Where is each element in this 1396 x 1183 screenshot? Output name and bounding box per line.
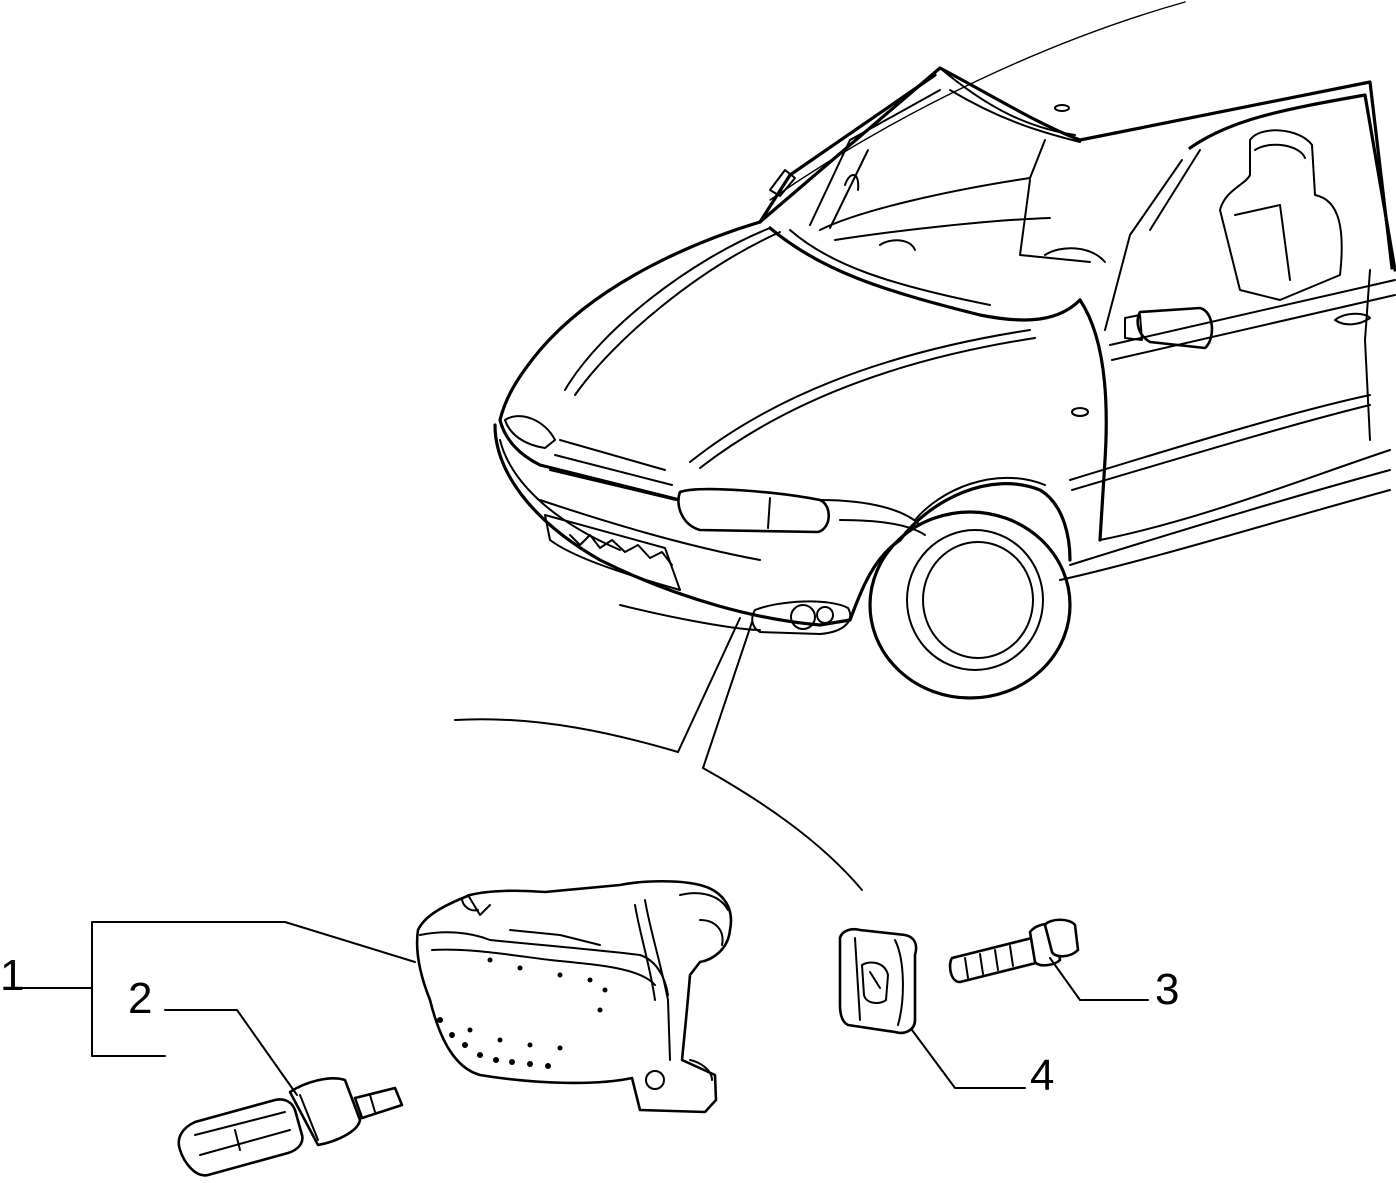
callout-part-4: 4 bbox=[1030, 1051, 1054, 1100]
callout-part-2: 2 bbox=[128, 974, 152, 1023]
fog-lamp-assembly-icon bbox=[415, 879, 733, 1114]
callout-part-3: 3 bbox=[1155, 965, 1179, 1014]
clip-nut-icon bbox=[838, 927, 918, 1035]
bolt-icon bbox=[948, 918, 1080, 984]
callout-part-1: 1 bbox=[0, 951, 24, 1000]
halogen-bulb-icon bbox=[177, 1077, 404, 1177]
lamp-lens-dots bbox=[437, 957, 608, 1069]
leader-lines bbox=[21, 921, 1149, 1096]
detail-pointer bbox=[454, 617, 863, 891]
car-illustration bbox=[493, 1, 1396, 700]
